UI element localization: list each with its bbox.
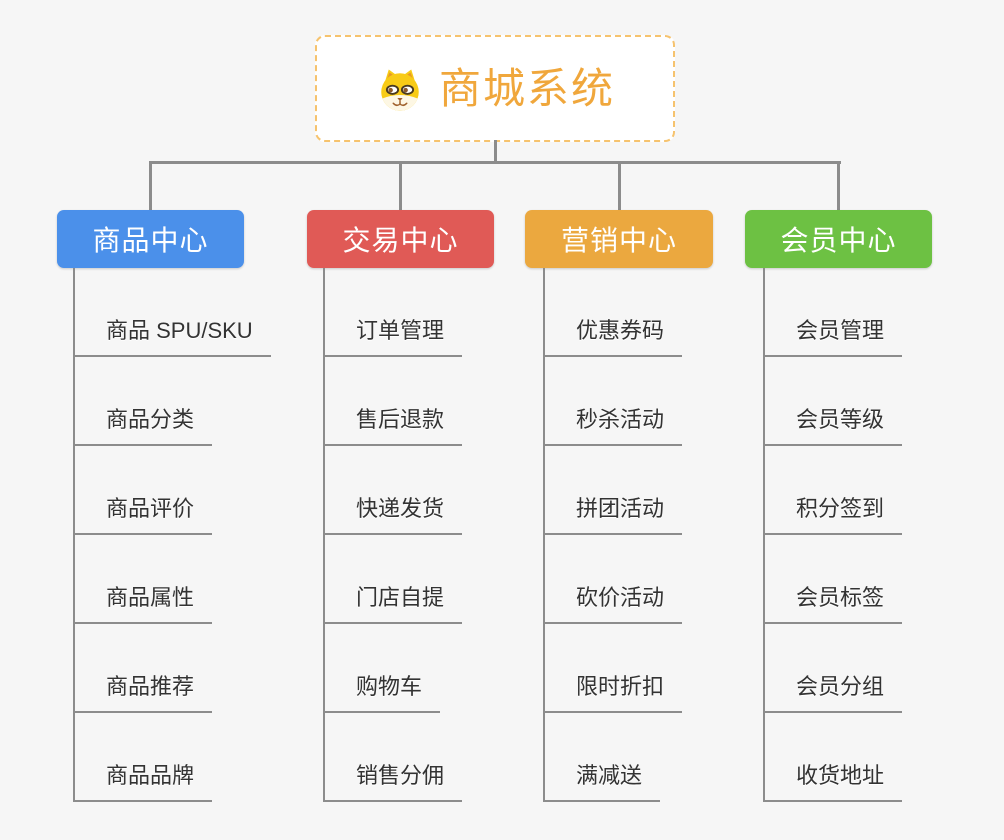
dog-face-icon bbox=[381, 69, 419, 111]
connector-drop-products bbox=[149, 161, 152, 210]
leaf-node[interactable]: 商品品牌 bbox=[73, 758, 213, 802]
leaf-node[interactable]: 商品属性 bbox=[73, 580, 213, 624]
branch-node-marketing-center[interactable]: 营销中心 bbox=[525, 210, 713, 268]
leaf-node[interactable]: 快递发货 bbox=[323, 491, 463, 535]
leaf-node[interactable]: 砍价活动 bbox=[543, 580, 683, 624]
connector-drop-trade bbox=[399, 161, 402, 210]
leaf-node[interactable]: 收货地址 bbox=[763, 758, 903, 802]
root-node-mall-system[interactable]: 商城系统 bbox=[315, 35, 675, 142]
leaf-node[interactable]: 满减送 bbox=[543, 758, 661, 802]
leaf-node[interactable]: 购物车 bbox=[323, 669, 441, 713]
leaf-node[interactable]: 拼团活动 bbox=[543, 491, 683, 535]
connector-root-drop bbox=[494, 140, 497, 163]
branch-node-product-center[interactable]: 商品中心 bbox=[57, 210, 244, 268]
leaf-node[interactable]: 积分签到 bbox=[763, 491, 903, 535]
branch-children-member-center: 会员管理 会员等级 积分签到 会员标签 会员分组 收货地址 bbox=[763, 268, 903, 802]
leaf-node[interactable]: 会员管理 bbox=[763, 313, 903, 357]
branch-children-marketing-center: 优惠券码 秒杀活动 拼团活动 砍价活动 限时折扣 满减送 bbox=[543, 268, 683, 802]
leaf-node[interactable]: 会员标签 bbox=[763, 580, 903, 624]
root-title: 商城系统 bbox=[438, 64, 615, 112]
connector-drop-marketing bbox=[618, 161, 621, 210]
connector-drop-member bbox=[837, 161, 840, 210]
leaf-node[interactable]: 门店自提 bbox=[323, 580, 463, 624]
connector-bus bbox=[149, 161, 841, 164]
branch-children-trade-center: 订单管理 售后退款 快递发货 门店自提 购物车 销售分佣 bbox=[323, 268, 463, 802]
leaf-node[interactable]: 订单管理 bbox=[323, 313, 463, 357]
leaf-node[interactable]: 商品分类 bbox=[73, 402, 213, 446]
leaf-node[interactable]: 会员等级 bbox=[763, 402, 903, 446]
leaf-node[interactable]: 优惠券码 bbox=[543, 313, 683, 357]
leaf-node[interactable]: 限时折扣 bbox=[543, 669, 683, 713]
leaf-node[interactable]: 秒杀活动 bbox=[543, 402, 683, 446]
branch-children-product-center: 商品 SPU/SKU 商品分类 商品评价 商品属性 商品推荐 商品品牌 bbox=[73, 268, 271, 802]
leaf-node[interactable]: 商品推荐 bbox=[73, 669, 213, 713]
branch-node-trade-center[interactable]: 交易中心 bbox=[307, 210, 494, 268]
leaf-node[interactable]: 商品 SPU/SKU bbox=[73, 313, 271, 357]
leaf-node[interactable]: 售后退款 bbox=[323, 402, 463, 446]
branch-node-member-center[interactable]: 会员中心 bbox=[745, 210, 932, 268]
leaf-node[interactable]: 商品评价 bbox=[73, 491, 213, 535]
leaf-node[interactable]: 会员分组 bbox=[763, 669, 903, 713]
leaf-node[interactable]: 销售分佣 bbox=[323, 758, 463, 802]
